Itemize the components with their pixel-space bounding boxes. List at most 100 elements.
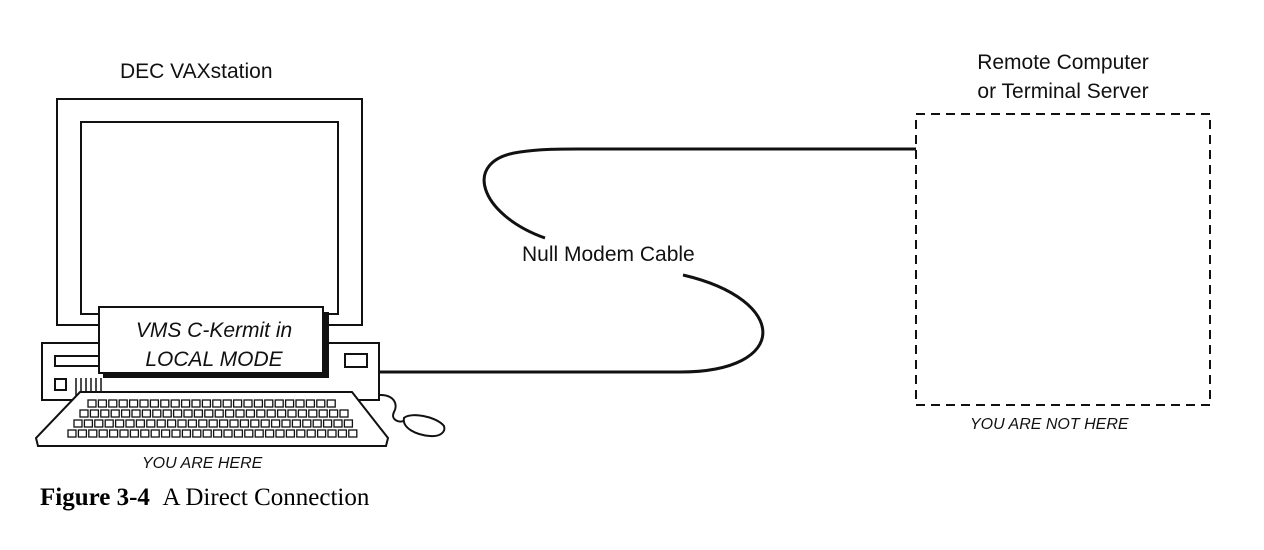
keyboard-key [244, 429, 254, 438]
keyboard-key [285, 429, 296, 438]
keyboard-key [270, 419, 281, 428]
keyboard-key [79, 409, 89, 418]
keyboard-key [160, 429, 171, 438]
keyboard-key [223, 429, 233, 438]
keyboard-key [326, 399, 336, 408]
keyboard-key [327, 429, 337, 438]
remote-computer-label: Remote Computer or Terminal Server [940, 48, 1186, 106]
keyboard-key [146, 419, 156, 428]
keyboard-key [183, 409, 193, 418]
null-modem-cable [380, 147, 916, 374]
keyboard-key [275, 429, 285, 438]
keyboard-key [316, 399, 326, 408]
keyboard-key [312, 419, 322, 428]
keyboard-key [135, 419, 146, 428]
keyboard-key [302, 419, 312, 428]
keyboard-key [100, 409, 110, 418]
keyboard-key [198, 419, 208, 428]
remote-label-line-2: or Terminal Server [977, 80, 1149, 103]
keyboard-key [110, 409, 120, 418]
keyboard-key [172, 409, 183, 418]
keyboard-key [114, 419, 125, 428]
keyboard-key [328, 409, 339, 418]
remote-computer-box [915, 113, 1211, 406]
keyboard-key [305, 399, 316, 408]
keyboard-key [281, 419, 291, 428]
keyboard-key [150, 429, 160, 438]
you-are-here-label: YOU ARE HERE [142, 455, 263, 472]
keyboard-key [343, 419, 354, 428]
keyboard-key [118, 399, 128, 408]
keyboard-key [348, 429, 358, 438]
keyboard-key [201, 399, 212, 408]
keyboard-key [308, 409, 318, 418]
keyboard-key [125, 419, 135, 428]
keyboard-key [98, 429, 108, 438]
keyboard-key [260, 419, 270, 428]
keyboard-key [274, 399, 284, 408]
keyboard-key [108, 399, 118, 408]
keyboard-key [243, 399, 253, 408]
keyboard-key [212, 399, 222, 408]
keyboard-key [322, 419, 333, 428]
keyboard-key [333, 419, 343, 428]
keyboard-key [156, 419, 166, 428]
mouse-icon [379, 394, 446, 438]
keyboard-key [318, 409, 328, 418]
local-computer-label: DEC VAXstation [120, 60, 273, 83]
keyboard-key [253, 399, 264, 408]
keyboard-key [264, 429, 275, 438]
keyboard-key [229, 419, 239, 428]
keyboard-key [256, 409, 266, 418]
keyboard-key [83, 419, 94, 428]
keyboard-key [224, 409, 235, 418]
keyboard-key [104, 419, 114, 428]
keyboard-key [239, 419, 250, 428]
kermit-mode-line-1: VMS C-Kermit in [135, 319, 293, 342]
kermit-mode-line-2: LOCAL MODE [145, 348, 283, 371]
keyboard-key [193, 409, 204, 418]
figure-title: A Direct Connection [162, 484, 370, 511]
keyboard-key [250, 419, 260, 428]
keyboard-key [139, 399, 149, 408]
keyboard-key [254, 429, 264, 438]
keyboard-key [222, 399, 232, 408]
keyboard-key [339, 409, 349, 418]
keyboard-key [128, 399, 139, 408]
keyboard-key [162, 409, 172, 418]
keyboard-key [131, 409, 141, 418]
keyboard-key [180, 399, 191, 408]
keyboard-key [141, 409, 152, 418]
keyboard-key [295, 399, 305, 408]
you-are-not-here-label: YOU ARE NOT HERE [970, 416, 1129, 433]
keyboard-key [170, 399, 180, 408]
keyboard-key [67, 429, 77, 438]
keyboard-key [192, 429, 202, 438]
keyboard-key [316, 429, 327, 438]
keyboard-key [232, 399, 243, 408]
figure-number: Figure 3-4 [40, 484, 150, 511]
keyboard-key [266, 409, 276, 418]
keyboard-key [287, 409, 297, 418]
keyboard-key [218, 419, 229, 428]
keyboard-key [181, 429, 192, 438]
keyboard-key [87, 399, 97, 408]
keyboard-key [120, 409, 131, 418]
keyboard-key [73, 419, 83, 428]
keyboard-key [149, 399, 160, 408]
keyboard-key [166, 419, 177, 428]
remote-label-line-1: Remote Computer [977, 51, 1149, 74]
keyboard-key [291, 419, 302, 428]
keyboard-key [235, 409, 245, 418]
keyboard-key [276, 409, 287, 418]
keyboard-key [208, 419, 218, 428]
keyboard-key [177, 419, 187, 428]
keyboard-key [204, 409, 214, 418]
kermit-mode-label: VMS C-Kermit in LOCAL MODE [102, 316, 326, 374]
keyboard-key [119, 429, 129, 438]
keyboard-key [337, 429, 348, 438]
keyboard-key [306, 429, 316, 438]
keyboard-key [129, 429, 140, 438]
keyboard-key [187, 419, 198, 428]
keyboard-key [171, 429, 181, 438]
